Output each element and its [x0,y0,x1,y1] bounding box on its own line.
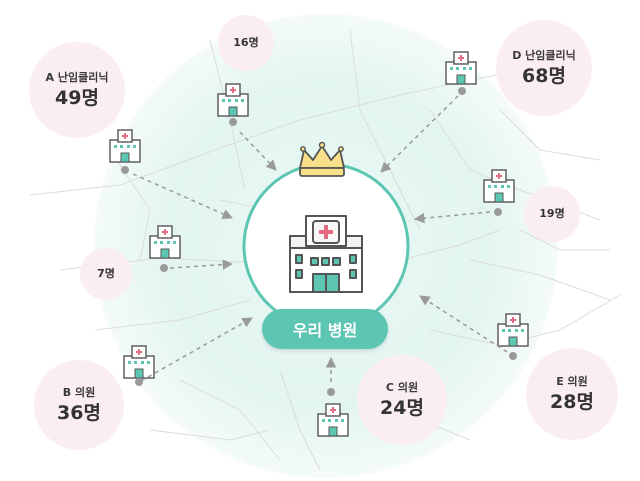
clinic-count: 68명 [522,65,566,87]
referral-arrows [132,95,508,382]
clinic-building-icon-16 [217,83,249,117]
clinic-building-icon-d [445,51,477,85]
clinic-count: 16명 [233,36,259,49]
crown-icon [299,141,345,177]
clinic-count: 24명 [380,397,424,419]
clinic-building-icon-e [497,313,529,347]
clinic-icons [109,51,529,437]
clinic-bubble-a: A 난임클리닉 49명 [29,42,125,138]
origin-dots [121,87,517,396]
clinic-count: 28명 [550,391,594,413]
clinic-count: 7명 [97,267,115,280]
hospital-building-icon [289,215,363,293]
clinic-name: A 난임클리닉 [45,71,109,84]
clinic-name: E 의원 [556,375,588,388]
clinic-building-icon-a [109,129,141,163]
arrow-e [419,295,508,353]
clinic-count: 49명 [55,87,99,109]
clinic-building-icon-7 [149,225,181,259]
clinic-bubble-d: D 난임클리닉 68명 [496,20,592,116]
arrow-a [132,173,233,219]
clinic-bubble-16: 16명 [218,15,274,71]
clinic-name: C 의원 [385,381,419,394]
arrow-b [140,317,253,382]
clinic-name: B 의원 [62,386,96,399]
arrow-16 [239,131,277,171]
clinic-building-icon-b [123,345,155,379]
arrow-7 [169,259,234,270]
clinic-building-icon-19 [483,169,515,203]
clinic-bubble-c: C 의원 24명 [357,355,447,445]
clinic-bubble-b: B 의원 36명 [34,360,124,450]
clinic-building-icon-c [317,403,349,437]
clinic-bubble-19: 19명 [524,186,580,242]
clinic-name: D 난임클리닉 [512,49,576,62]
our-hospital-label: 우리 병원 [262,309,388,349]
arrow-d [380,95,459,173]
clinic-bubble-7: 7명 [80,248,132,300]
clinic-bubble-e: E 의원 28명 [526,348,618,440]
clinic-count: 19명 [539,207,565,220]
clinic-count: 36명 [57,402,101,424]
